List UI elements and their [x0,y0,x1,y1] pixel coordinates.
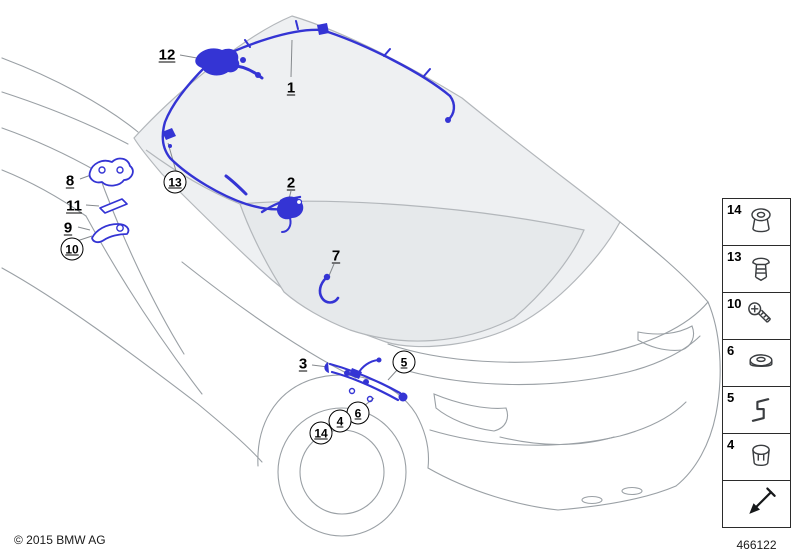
expanding-rivet-icon [743,251,779,287]
diagram-number: 466122 [736,538,777,552]
blind-rivet-icon [743,204,779,240]
callout-1[interactable]: 1 [286,79,296,97]
callout-3[interactable]: 3 [298,355,308,373]
legend-item-number: 6 [727,343,735,358]
legend-item-10[interactable]: 10 [722,292,791,340]
legend-item-number: 5 [727,390,735,405]
part-11-strip[interactable] [99,198,128,214]
expanding-nut-icon [743,439,779,475]
callout-14[interactable]: 14 [309,421,333,445]
part-3-lock-rail[interactable] [324,357,408,403]
callout-7[interactable]: 7 [331,247,341,265]
legend-item-6[interactable]: 6 [722,339,791,387]
legend-item-14[interactable]: 14 [722,198,791,246]
legend-item-5[interactable]: 5 [722,386,791,434]
callout-2[interactable]: 2 [286,174,296,192]
highlighted-parts [88,20,456,403]
legend-item-number: 4 [727,437,735,452]
part-2-latch-mechanism[interactable] [224,174,304,233]
wheel-tire [277,407,407,537]
legend-item-4[interactable]: 4 [722,433,791,481]
callout-11[interactable]: 11 [66,197,82,215]
part-8-bracket[interactable] [88,157,134,187]
screw-icon [743,298,779,334]
callout-6[interactable]: 6 [346,401,370,425]
callout-13[interactable]: 13 [163,170,187,194]
callout-12[interactable]: 12 [158,46,176,64]
clamp-icon [743,392,779,428]
body-nut-icon [743,345,779,381]
taillight-right [637,325,695,351]
callout-10[interactable]: 10 [60,237,84,261]
copyright-text: © 2015 BMW AG [14,533,106,547]
part-7-hinge[interactable] [318,273,340,304]
legend-item-number: 14 [727,202,742,217]
legend-footer-box[interactable] [722,480,791,528]
taillight-left [433,393,509,432]
part-12-drive-unit[interactable] [195,48,264,80]
part-13-clip[interactable] [162,128,176,148]
legend-item-13[interactable]: 13 [722,245,791,293]
callout-5[interactable]: 5 [392,350,416,374]
legend-panel: 14 13 10 6 5 4 [722,198,791,528]
wheel-rim [299,429,385,515]
legend-item-number: 13 [727,249,742,264]
roof-panel [133,15,621,348]
legend-item-number: 10 [727,296,742,311]
part-1-roof-cable[interactable] [161,20,456,211]
part-9-lever[interactable] [91,223,130,244]
callout-4[interactable]: 4 [328,409,352,433]
rear-window [239,200,585,342]
viewing-direction-arrow-icon [741,484,781,524]
callout-8[interactable]: 8 [65,172,75,190]
callout-9[interactable]: 9 [63,219,73,237]
